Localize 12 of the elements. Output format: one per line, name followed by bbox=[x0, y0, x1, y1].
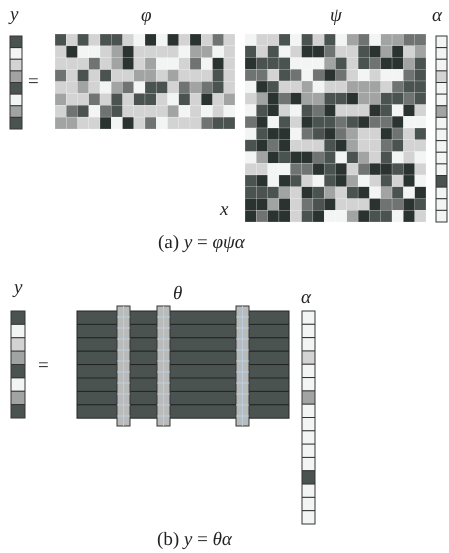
math-symbol: α bbox=[432, 6, 442, 26]
equals-sign: = bbox=[38, 356, 49, 376]
math-symbol: ψ bbox=[330, 6, 342, 26]
math-symbol: x bbox=[220, 200, 228, 220]
math-symbol: α bbox=[301, 288, 311, 308]
math-symbol: y bbox=[10, 5, 18, 25]
math-symbol: θ bbox=[173, 284, 182, 304]
math-symbol: φ bbox=[141, 6, 152, 26]
math-symbol: y bbox=[14, 278, 22, 298]
equals-sign: = bbox=[28, 72, 39, 92]
figure-caption: (a) y = φψα bbox=[158, 233, 245, 253]
figure-caption: (b) y = θα bbox=[157, 530, 232, 550]
